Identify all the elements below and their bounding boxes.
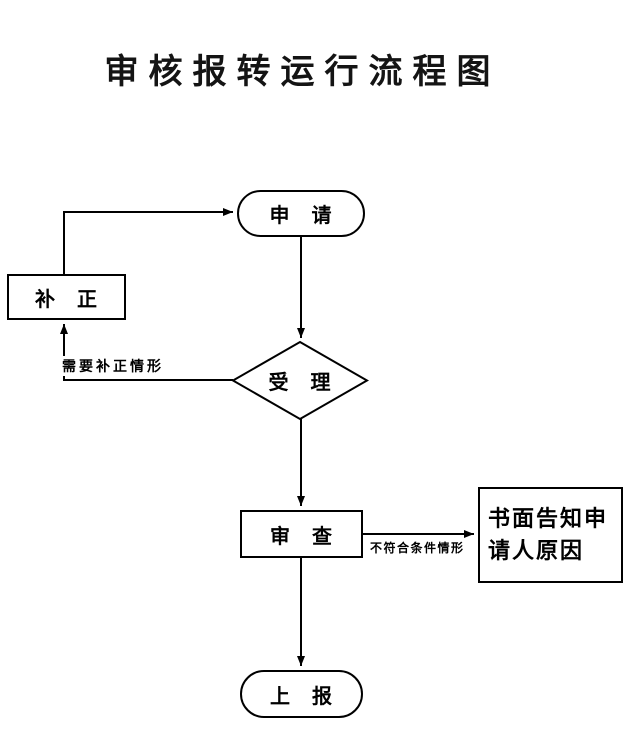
node-apply-label: 申 请 <box>269 205 333 227</box>
node-report: 上 报 <box>240 670 363 718</box>
node-correction-label: 补 正 <box>35 288 98 311</box>
edge-accept-to-correction <box>60 324 233 381</box>
node-accept-diamond <box>230 340 370 421</box>
page-title: 审核报转运行流程图 <box>104 54 501 91</box>
node-report-label: 上 报 <box>270 685 333 708</box>
node-notify-label: 书面告知申请人原因 <box>488 506 609 563</box>
node-apply: 申 请 <box>237 190 365 237</box>
node-review-label: 审 查 <box>270 525 333 548</box>
edge-label-need-correction: 需要补正情形 <box>62 356 164 376</box>
node-notify: 书面告知申请人原因 <box>478 487 623 583</box>
node-review: 审 查 <box>240 510 363 558</box>
edge-label-not-qualified: 不符合条件情形 <box>370 539 465 556</box>
node-accept-label: 受 理 <box>268 371 332 394</box>
node-correction: 补 正 <box>7 274 126 320</box>
edge-correction-to-apply <box>63 208 233 274</box>
